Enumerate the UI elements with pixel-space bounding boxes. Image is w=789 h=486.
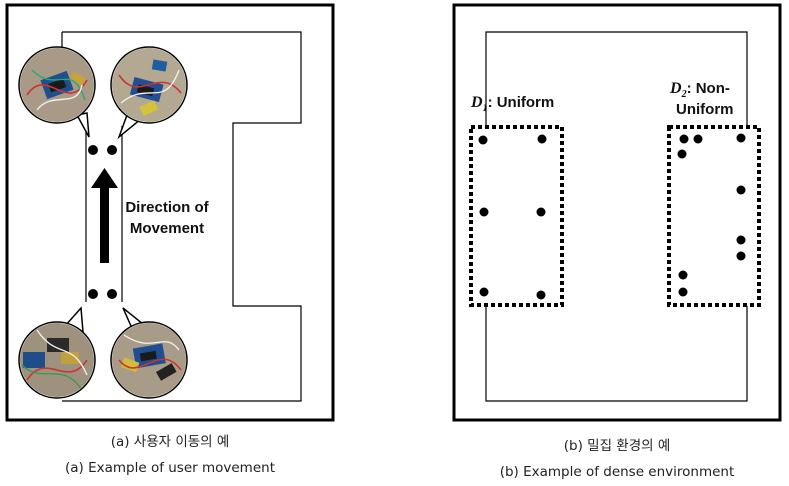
- device-bubble-top-left: [18, 46, 96, 138]
- sensor-device-photo: [20, 48, 94, 122]
- device-dot: [677, 149, 687, 159]
- caption-a-korean: (a) 사용자 이동의 예: [111, 434, 230, 450]
- device-dot: [736, 133, 746, 143]
- device-dot: [478, 135, 488, 145]
- panel-b-frame: [452, 3, 782, 422]
- sensor-device-photo: [112, 323, 186, 397]
- panel-a-frame: [5, 3, 335, 422]
- d1-label: D1: Uniform: [470, 94, 554, 114]
- device-dot: [678, 270, 688, 280]
- caption-b-korean: (b) 밀집 환경의 예: [564, 438, 671, 454]
- d2-label-line2: Uniform: [676, 101, 734, 118]
- panel-a-corridor: [62, 31, 302, 402]
- device-dot: [536, 207, 546, 217]
- device-bubble-bottom-right: [110, 307, 188, 399]
- device-dot: [678, 287, 688, 297]
- device-dot: [736, 185, 746, 195]
- user-dot: [88, 145, 98, 155]
- device-dot: [479, 287, 489, 297]
- d2-label: D2: Non-: [669, 80, 730, 100]
- sensor-device-photo: [20, 323, 94, 397]
- user-dot: [107, 289, 117, 299]
- uniform-region: [469, 125, 564, 307]
- user-dot: [107, 145, 117, 155]
- device-dot: [536, 290, 546, 300]
- device-dot: [679, 134, 689, 144]
- arrow-label-line2: Movement: [130, 220, 204, 237]
- device-bubble-bottom-left: [18, 306, 96, 399]
- panel-a: Direction of Movement: [5, 3, 335, 422]
- caption-b-english: (b) Example of dense environment: [500, 464, 735, 480]
- device-bubble-top-right: [110, 46, 188, 140]
- device-dot: [537, 134, 547, 144]
- caption-a-english: (a) Example of user movement: [65, 460, 275, 476]
- non-uniform-region: [667, 125, 761, 307]
- device-dot: [736, 251, 746, 261]
- sensor-device-photo: [112, 48, 186, 122]
- up-arrow-icon: [91, 168, 118, 263]
- panel-b: D1: Uniform D2: Non- Uniform: [452, 3, 782, 422]
- device-dot: [736, 235, 746, 245]
- panel-b-bottom-wall: [485, 306, 748, 402]
- device-dot: [479, 207, 489, 217]
- user-dot: [88, 289, 98, 299]
- panel-b-top-wall: [485, 31, 748, 125]
- device-dot: [693, 134, 703, 144]
- arrow-label-line1: Direction of: [125, 199, 209, 216]
